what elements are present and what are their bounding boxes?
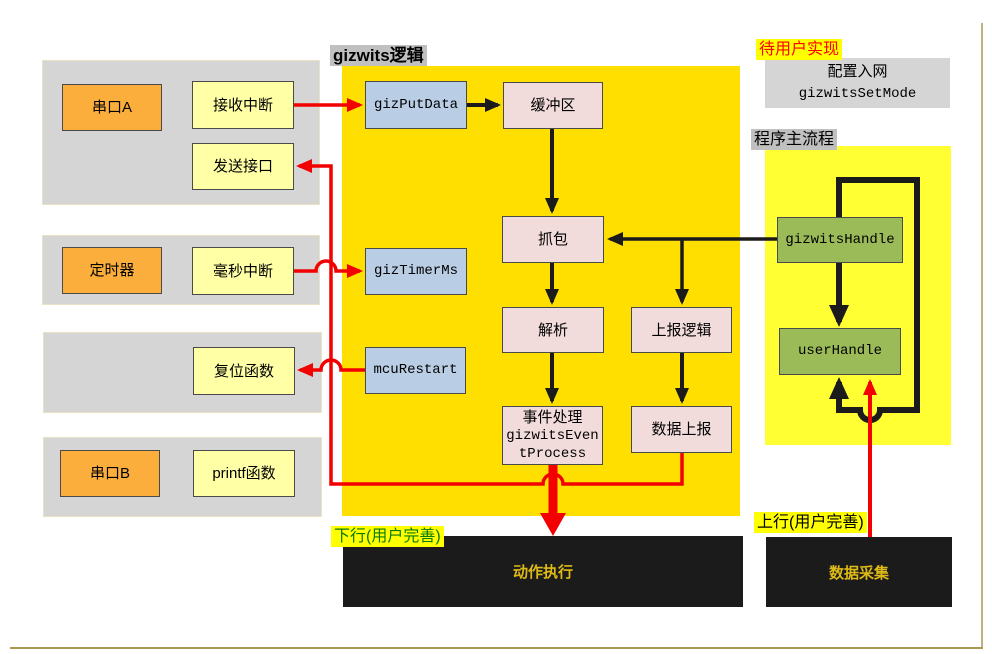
box-config-net: 配置入网 gizwitsSetMode xyxy=(765,58,950,108)
box-data-report: 数据上报 xyxy=(631,406,732,453)
event-process-line2: gizwitsEven xyxy=(506,427,599,444)
box-gizwitshandle: gizwitsHandle xyxy=(777,217,903,263)
box-event-process: 事件处理 gizwitsEven tProcess xyxy=(502,406,603,465)
box-data-collect: 数据采集 xyxy=(766,537,952,607)
box-capture: 抓包 xyxy=(502,216,604,263)
label-main-flow: 程序主流程 xyxy=(751,129,838,150)
box-action-exec: 动作执行 xyxy=(343,536,743,607)
label-user-todo: 待用户实现 xyxy=(756,39,843,60)
main-flow-area xyxy=(765,146,951,445)
box-timer: 定时器 xyxy=(62,247,162,294)
label-upstream: 上行(用户完善) xyxy=(754,512,867,533)
label-gizwits-logic: gizwits逻辑 xyxy=(330,45,427,66)
box-gizputdata: gizPutData xyxy=(365,81,467,129)
config-net-label: 配置入网 xyxy=(827,63,888,80)
box-serial-a: 串口A xyxy=(62,84,162,131)
box-reset-func: 复位函数 xyxy=(193,347,295,395)
event-process-line3: tProcess xyxy=(518,445,587,462)
box-buffer: 缓冲区 xyxy=(503,82,603,129)
event-process-line1: 事件处理 xyxy=(522,408,583,426)
box-parse: 解析 xyxy=(502,307,604,353)
box-userhandle: userHandle xyxy=(779,328,901,375)
set-mode-label: gizwitsSetMode xyxy=(798,86,917,102)
box-recv-interrupt: 接收中断 xyxy=(192,81,294,129)
box-serial-b: 串口B xyxy=(60,450,160,497)
box-send-interface: 发送接口 xyxy=(192,143,294,190)
box-report-logic: 上报逻辑 xyxy=(631,307,732,353)
box-printf-func: printf函数 xyxy=(193,450,295,497)
box-giztimerms: gizTimerMs xyxy=(365,248,467,295)
arrow-eventprocess-to-actionexec-head xyxy=(540,513,566,536)
box-ms-interrupt: 毫秒中断 xyxy=(192,247,294,295)
box-mcurestart: mcuRestart xyxy=(365,347,466,394)
label-downstream: 下行(用户完善) xyxy=(331,526,444,547)
